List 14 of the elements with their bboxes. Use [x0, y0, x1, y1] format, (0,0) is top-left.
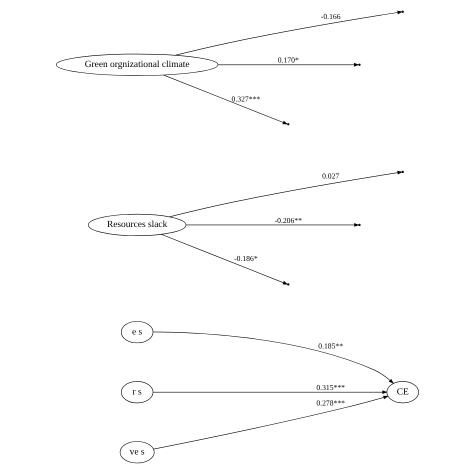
node-ellipse: r s — [120, 381, 153, 404]
arrow — [160, 234, 288, 285]
arrow — [152, 390, 388, 394]
arrow — [152, 332, 394, 384]
arrow — [174, 10, 402, 56]
arrow — [162, 74, 288, 124]
arrow — [217, 62, 359, 67]
node-ellipse: Green orgnizational climate — [55, 54, 218, 76]
node-ellipse: ve s — [119, 441, 154, 464]
node-ellipse: Resources slack — [88, 214, 186, 236]
node-ellipse: CE — [386, 381, 418, 404]
node-ellipse: e s — [120, 321, 153, 344]
arrow — [152, 396, 388, 450]
arrow — [185, 223, 359, 227]
